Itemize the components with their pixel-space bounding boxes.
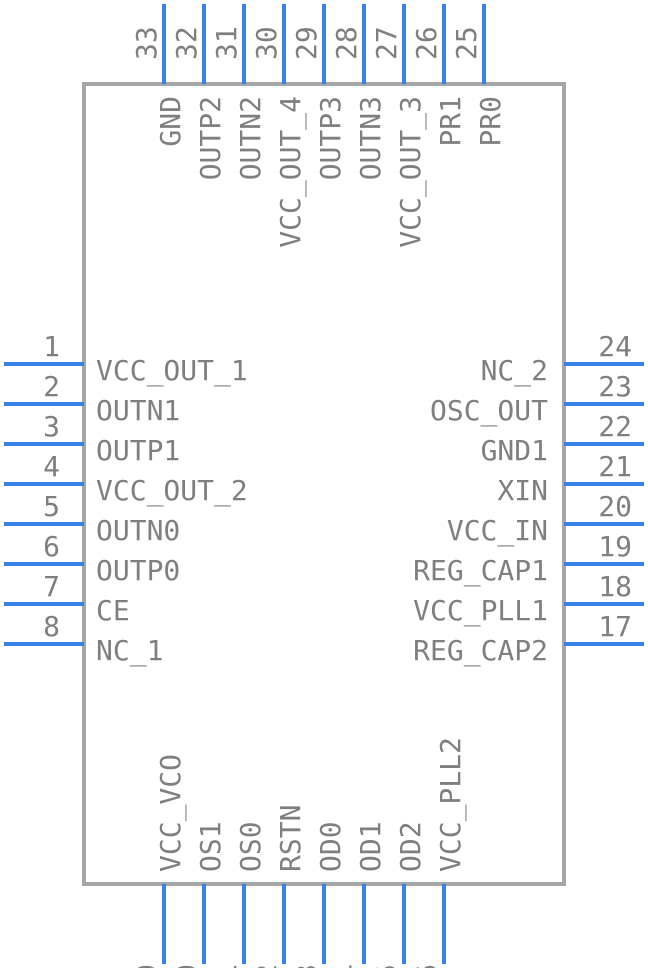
pin-25-number: 25 [450,26,483,60]
pin-7-number: 7 [43,570,60,603]
pin-24-number: 24 [598,330,632,363]
pin-21-name: XIN [497,474,548,507]
pin-31-name: OUTN2 [234,96,267,180]
pin-32-number: 32 [170,26,203,60]
pin-7-name: CE [96,594,130,627]
pin-23-number: 23 [598,370,632,403]
pin-9-number: 9 [130,964,163,968]
pin-22-number: 22 [598,410,632,443]
pin-30-name: VCC_OUT_4 [274,96,308,248]
pin-20-name: VCC_IN [447,514,548,548]
pin-17-number: 17 [598,610,632,643]
pin-18-number: 18 [598,570,632,603]
pin-21-number: 21 [598,450,632,483]
pin-3-number: 3 [43,410,60,443]
pin-24-name: NC_2 [481,354,548,388]
pin-26-name: PR1 [434,96,467,147]
pin-8-number: 8 [43,610,60,643]
pin-15-number: 15 [370,964,403,968]
pin-20-number: 20 [598,490,632,523]
pin-23-name: OSC_OUT [430,394,548,428]
pin-10-name: OS1 [194,821,227,872]
pin-29-name: OUTP3 [314,96,347,180]
pin-3-name: OUTP1 [96,434,180,467]
pin-33-name: GND [154,96,187,147]
pin-33-number: 33 [130,26,163,60]
pin-5-name: OUTN0 [96,514,180,547]
pin-30-number: 30 [250,26,283,60]
pin-16-number: 16 [410,964,443,968]
pin-4-number: 4 [43,450,60,483]
pin-25-name: PR0 [474,96,507,147]
pin-29-number: 29 [290,26,323,60]
pin-6-number: 6 [43,530,60,563]
pin-14-number: 14 [330,964,363,968]
pin-5-number: 5 [43,490,60,523]
pin-17-name: REG_CAP2 [413,634,548,668]
pin-31-number: 31 [210,26,243,60]
pin-13-name: OD0 [314,821,347,872]
pin-13-number: 13 [290,964,323,968]
pin-2-name: OUTN1 [96,394,180,427]
pin-19-number: 19 [598,530,632,563]
pin-11-number: 11 [210,964,243,968]
pin-19-name: REG_CAP1 [413,554,548,588]
pin-4-name: VCC_OUT_2 [96,474,248,508]
pin-12-number: 12 [250,964,283,968]
pin-1-number: 1 [43,330,60,363]
pin-28-number: 28 [330,26,363,60]
pin-32-name: OUTP2 [194,96,227,180]
pin-2-number: 2 [43,370,60,403]
pin-14-name: OD1 [354,821,387,872]
pin-27-number: 27 [370,26,403,60]
pin-26-number: 26 [410,26,443,60]
pin-16-name: VCC_PLL2 [434,737,468,872]
pin-15-name: OD2 [394,821,427,872]
pin-1-name: VCC_OUT_1 [96,354,248,388]
pin-8-name: NC_1 [96,634,163,668]
pin-group: 1VCC_OUT_12OUTN13OUTP14VCC_OUT_25OUTN06O… [4,4,644,968]
pin-11-name: OS0 [234,821,267,872]
pin-9-name: VCC_VCO [154,754,188,872]
pin-10-number: 10 [170,964,203,968]
pin-12-name: RSTN [274,805,307,872]
pin-6-name: OUTP0 [96,554,180,587]
pin-22-name: GND1 [481,434,548,467]
pin-27-name: VCC_OUT_3 [394,96,428,248]
pin-18-name: VCC_PLL1 [413,594,548,628]
pin-28-name: OUTN3 [354,96,387,180]
